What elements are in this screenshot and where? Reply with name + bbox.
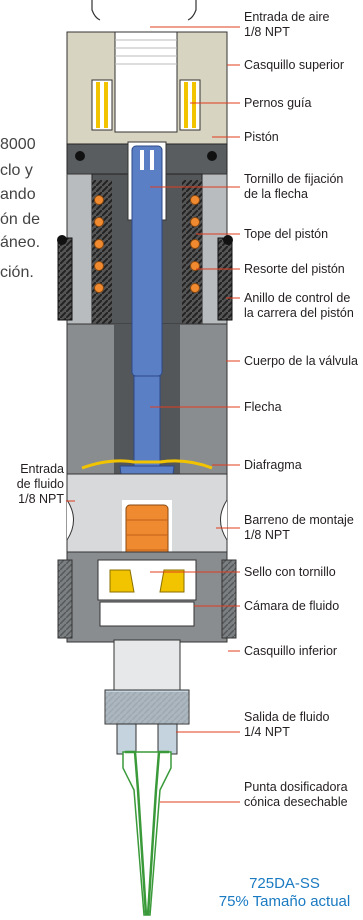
- label-shaft-screw-line2: de la flecha: [244, 187, 308, 201]
- label-valve-body: Cuerpo de la válvula: [244, 354, 358, 368]
- label-stroke-ring-line2: la carrera del pistón: [244, 306, 354, 320]
- label-piston-stop: Tope del pistón: [244, 227, 329, 241]
- diaphragm: [81, 459, 213, 470]
- label-tip-line1: Punta dosificadora: [244, 780, 348, 794]
- leader-lines: [66, 26, 240, 803]
- label-air-inlet: Entrada de aire 1/8 NPT: [244, 10, 329, 40]
- label-tip: Punta dosificadora cónica desechable: [244, 780, 348, 810]
- left-partial-text-4: ón de: [0, 211, 41, 228]
- model-caption: 725DA-SS 75% Tamaño actual: [206, 875, 363, 911]
- label-shaft-screw: Tornillo de fijación de la flecha: [244, 172, 343, 202]
- label-air-inlet-line1: Entrada de aire: [244, 10, 330, 24]
- label-diaphragm: Diafragma: [244, 458, 302, 472]
- label-shaft: Flecha: [244, 400, 282, 414]
- model-name: 725DA-SS: [249, 875, 320, 892]
- air-fitting-top: [91, 0, 197, 21]
- left-partial-text-2: clo y: [0, 162, 33, 179]
- dispense-tip: [122, 750, 172, 916]
- label-mount-hole-line1: Barreno de montaje: [244, 513, 354, 527]
- label-fluid-outlet-line2: 1/4 NPT: [244, 725, 290, 739]
- lower-bushing: [104, 639, 190, 755]
- left-partial-text-6: ción.: [0, 264, 34, 281]
- stroke-control-ring: [57, 235, 233, 321]
- label-air-inlet-line2: 1/8 NPT: [244, 25, 290, 39]
- label-piston: Pistón: [244, 130, 279, 144]
- label-fluid-chamber: Cámara de fluido: [244, 599, 340, 613]
- left-partial-text-3: ando: [0, 186, 36, 203]
- guide-pins: [91, 79, 201, 131]
- fluid-chamber-housing: [57, 551, 237, 643]
- label-screw-seal: Sello con tornillo: [244, 565, 336, 579]
- label-fluid-inlet: Entrada de fluido 1/8 NPT: [8, 462, 64, 507]
- left-partial-text-1: 8000: [0, 136, 36, 153]
- label-guide-pins: Pernos guía: [244, 96, 312, 110]
- label-upper-bushing: Casquillo superior: [244, 58, 345, 72]
- label-fluid-inlet-line2: de fluido: [16, 477, 64, 491]
- label-fluid-inlet-line1: Entrada: [20, 462, 64, 476]
- label-tip-line2: cónica desechable: [244, 795, 348, 809]
- label-mount-hole-line2: 1/8 NPT: [244, 528, 290, 542]
- label-fluid-outlet: Salida de fluido 1/4 NPT: [244, 710, 329, 740]
- label-shaft-screw-line1: Tornillo de fijación: [244, 172, 344, 186]
- label-stroke-ring: Anillo de control de la carrera del pist…: [244, 291, 354, 321]
- label-piston-spring: Resorte del pistón: [244, 262, 345, 276]
- label-stroke-ring-line1: Anillo de control de: [244, 291, 351, 305]
- label-fluid-outlet-line1: Salida de fluido: [244, 710, 330, 724]
- label-lower-bushing: Casquillo inferior: [244, 644, 338, 658]
- piston-spring: [94, 195, 200, 293]
- upper-bushing: [66, 31, 228, 145]
- label-mount-hole: Barreno de montaje 1/8 NPT: [244, 513, 354, 543]
- left-partial-text-5: áneo.: [0, 234, 41, 251]
- label-fluid-inlet-line3: 1/8 NPT: [18, 492, 64, 506]
- model-scale: 75% Tamaño actual: [218, 893, 351, 910]
